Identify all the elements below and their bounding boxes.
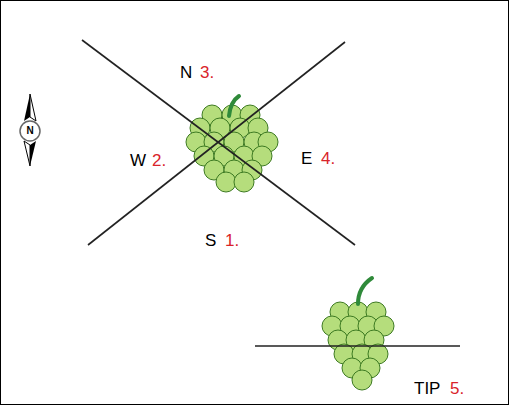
direction-letter: S <box>205 232 216 249</box>
direction-letter: N <box>180 64 192 81</box>
grape-berry <box>234 172 254 192</box>
direction-letter: E <box>301 150 312 167</box>
grape-cluster <box>186 105 278 192</box>
compass-symbol <box>20 94 40 166</box>
compass-letter: N <box>25 126 34 136</box>
callout-number: 5. <box>450 380 464 397</box>
grape-stem <box>229 96 239 116</box>
tip-label: TIP <box>414 380 440 397</box>
grape-berry <box>216 172 236 192</box>
callout-number: 2. <box>152 152 166 169</box>
callout-number: 4. <box>321 150 335 167</box>
grape-stem <box>358 278 372 304</box>
grape-berry <box>352 370 372 390</box>
direction-letter: W <box>130 152 146 169</box>
cut-line <box>88 42 345 245</box>
cut-line <box>255 345 460 347</box>
callout-number: 3. <box>200 64 214 81</box>
cut-line <box>82 40 355 245</box>
callout-number: 1. <box>225 232 239 249</box>
